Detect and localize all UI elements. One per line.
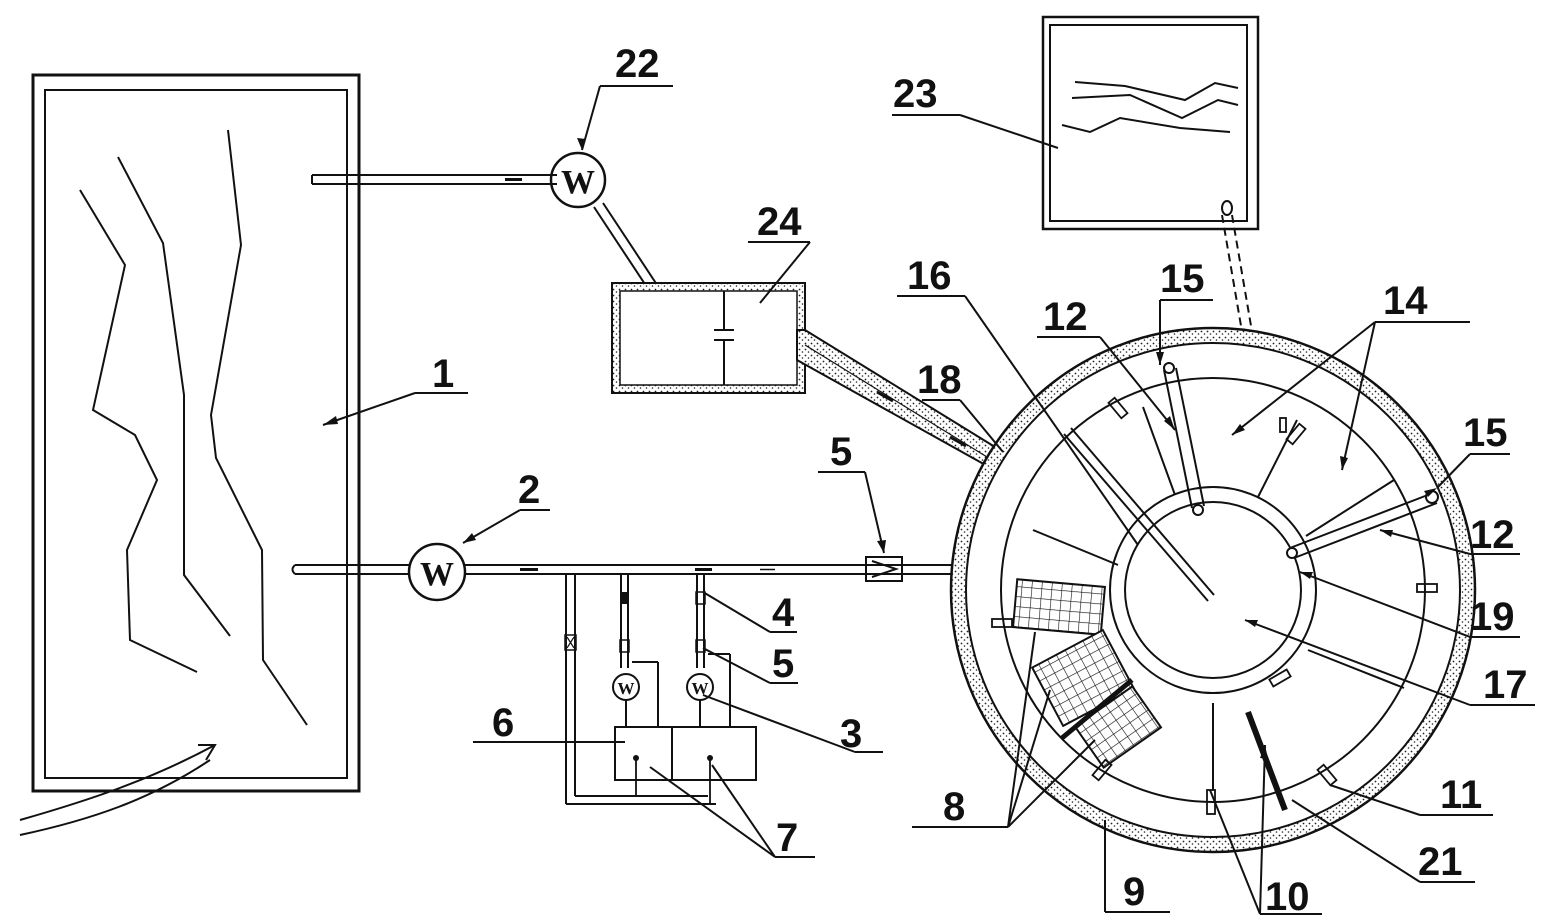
branch-pipes: W W — [564, 574, 757, 805]
label-5b: 5 — [772, 642, 794, 686]
label-23: 23 — [893, 72, 938, 116]
label-19: 19 — [1470, 595, 1515, 639]
label-18: 18 — [917, 358, 962, 402]
label-22: 22 — [615, 42, 660, 86]
label-1: 1 — [432, 352, 454, 396]
small-pump-right-letter: W — [692, 679, 709, 698]
label-12b: 12 — [1470, 513, 1515, 557]
leader-lines — [322, 85, 1535, 915]
label-24: 24 — [757, 200, 802, 244]
label-6: 6 — [492, 701, 514, 745]
label-15a: 15 — [1160, 257, 1205, 301]
label-9: 9 — [1123, 870, 1145, 914]
label-12a: 12 — [1043, 295, 1088, 339]
pump-2-letter: W — [420, 556, 454, 593]
label-4: 4 — [772, 591, 795, 635]
small-pump-left-letter: W — [618, 679, 635, 698]
label-3: 3 — [840, 712, 862, 756]
pump-22: W — [549, 151, 607, 209]
leader-arrowheads — [323, 138, 1437, 759]
label-14: 14 — [1383, 279, 1428, 323]
label-2: 2 — [518, 468, 540, 512]
reservoir-1 — [19, 73, 361, 836]
labels: 1 22 23 24 2 5 4 5 3 6 7 16 12 15 14 18 … — [432, 42, 1528, 919]
digester — [949, 326, 1477, 854]
label-16: 16 — [907, 254, 952, 298]
box-23 — [1041, 15, 1260, 231]
label-17: 17 — [1483, 663, 1528, 707]
dashed-link-23 — [1221, 214, 1269, 426]
label-11: 11 — [1440, 773, 1482, 817]
label-15b: 15 — [1463, 411, 1508, 455]
main-pipe — [291, 564, 1005, 575]
label-10: 10 — [1265, 875, 1310, 919]
check-valve-main — [865, 556, 903, 582]
label-7: 7 — [776, 816, 798, 860]
pipe-18 — [796, 329, 1010, 474]
pipe-upper — [311, 174, 557, 185]
label-21: 21 — [1418, 840, 1463, 884]
label-8: 8 — [943, 785, 965, 829]
pump-2: W — [407, 542, 467, 602]
label-5a: 5 — [830, 430, 852, 474]
tank-24 — [611, 282, 806, 394]
pump-22-letter: W — [561, 164, 595, 201]
